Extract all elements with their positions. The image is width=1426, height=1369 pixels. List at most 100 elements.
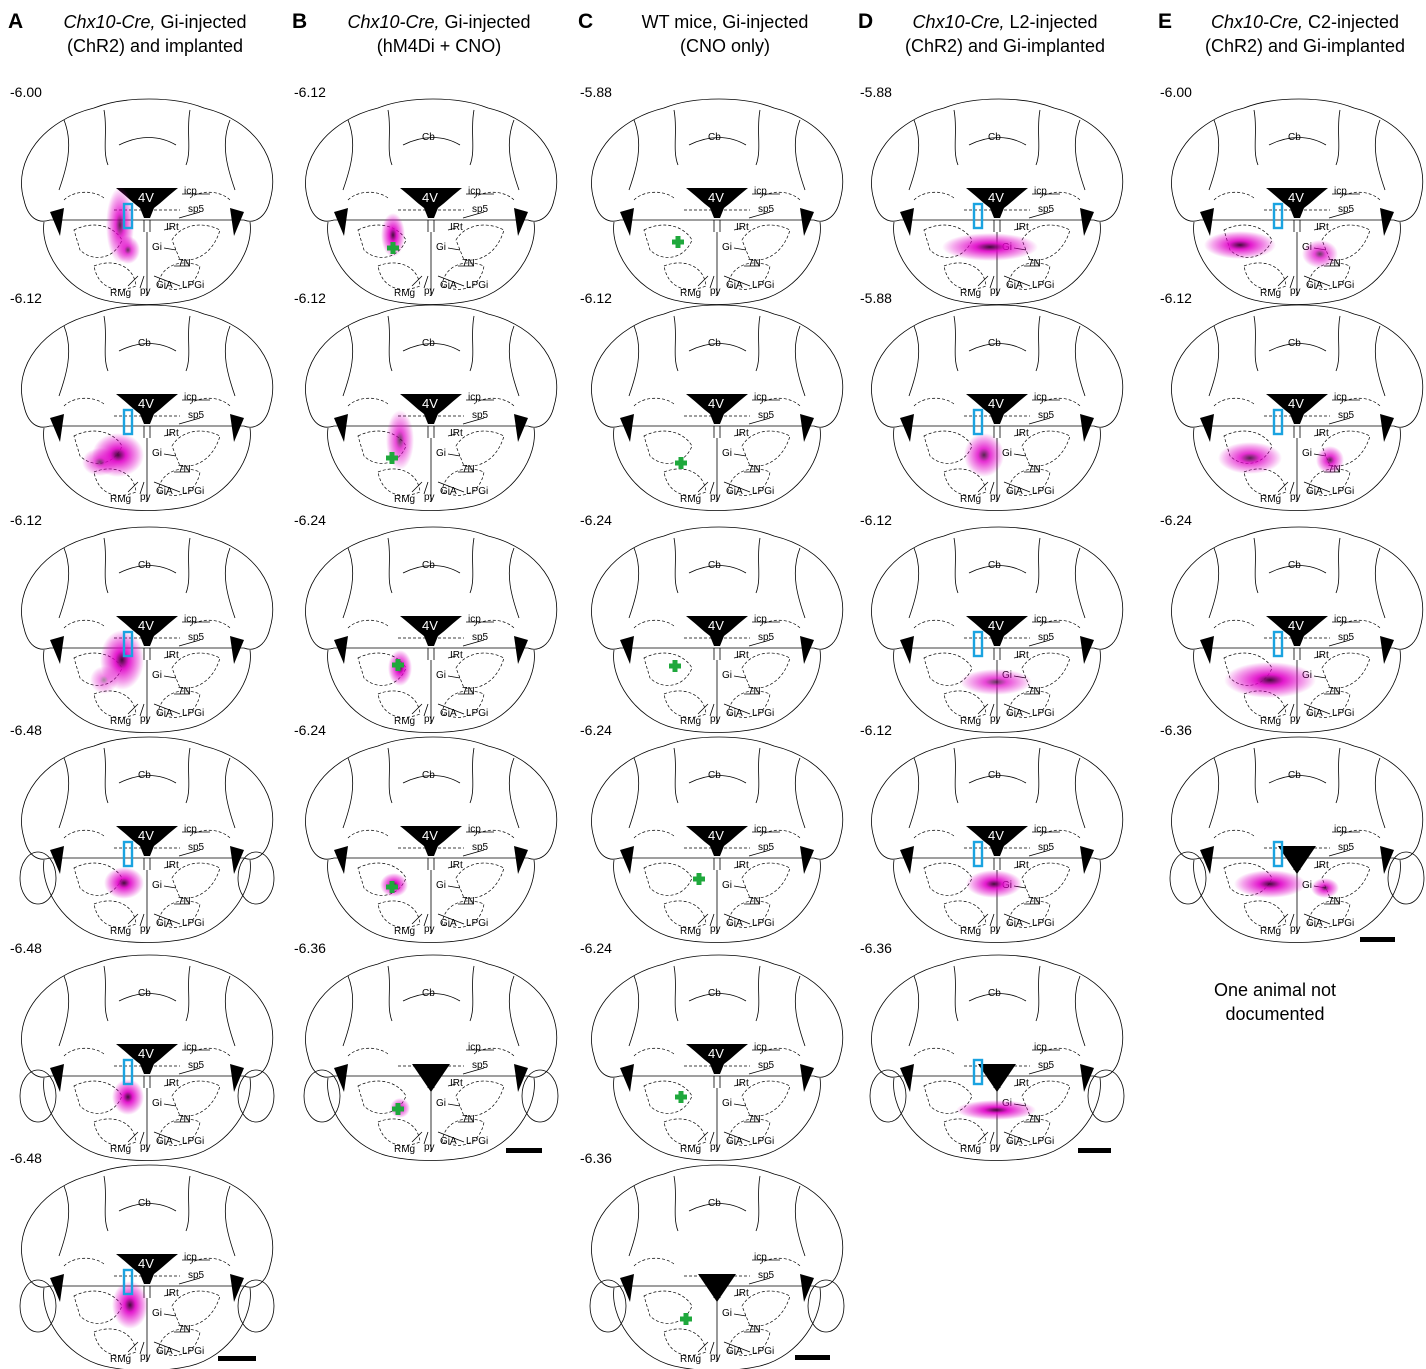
bregma-coordinate: -6.36 — [294, 940, 326, 956]
label-4v: 4V — [138, 828, 154, 843]
scale-bar — [1360, 937, 1395, 942]
bregma-coordinate: -5.88 — [580, 84, 612, 100]
label-7n: 7N — [1328, 258, 1341, 269]
label-icp: icp — [1334, 614, 1347, 625]
label-rmg: RMg — [110, 926, 131, 937]
cerebellum-outline — [871, 526, 1124, 650]
leader-lines — [697, 1049, 780, 1145]
label-py: py — [1290, 492, 1301, 503]
label-gi: Gi — [1302, 448, 1312, 459]
label-lpgi: LPGi — [1032, 280, 1054, 291]
label-icp: icp — [754, 614, 767, 625]
label-cb: Cb — [138, 988, 151, 999]
leader-lines — [697, 399, 780, 495]
panel-letter: B — [292, 10, 308, 33]
cerebellar-folia — [908, 965, 1086, 1047]
virus-expression-area — [960, 669, 1032, 695]
virus-expression-area — [964, 433, 1004, 477]
flocculus-left — [869, 1069, 907, 1123]
cerebellum-outline — [21, 1164, 274, 1288]
label-sp5: sp5 — [188, 842, 205, 853]
label-gia: GiA — [726, 918, 743, 929]
flocculus-left — [589, 1279, 627, 1333]
label-rmg: RMg — [1260, 716, 1281, 727]
dashed-tracts — [913, 1047, 1081, 1067]
label-7n: 7N — [178, 1114, 191, 1125]
label-gia: GiA — [726, 486, 743, 497]
central-canal — [1278, 846, 1316, 874]
label-7n: 7N — [462, 896, 475, 907]
fourth-ventricle — [116, 394, 178, 424]
label-lpgi: LPGi — [182, 918, 204, 929]
label-gi: Gi — [436, 1098, 446, 1109]
label-4v: 4V — [422, 618, 438, 633]
label-icp: icp — [184, 186, 197, 197]
label-7n: 7N — [178, 258, 191, 269]
virus-expression-area — [1224, 662, 1316, 698]
bregma-coordinate: -6.24 — [580, 940, 612, 956]
label-irt: IRt — [166, 860, 179, 871]
injection-site-cross-icon — [693, 873, 705, 885]
lateral-recess-left — [1200, 846, 1214, 874]
label-py: py — [140, 286, 151, 297]
cerebellar-folia — [58, 109, 236, 191]
label-cb: Cb — [422, 132, 435, 143]
lateral-recess-left — [50, 208, 64, 236]
virus-expression-area — [1204, 231, 1276, 259]
brainstem-outline — [43, 649, 251, 733]
label-irt: IRt — [166, 222, 179, 233]
label-irt: IRt — [450, 860, 463, 871]
label-7n: 7N — [748, 1114, 761, 1125]
lateral-recess-right — [800, 208, 814, 236]
label-irt: IRt — [736, 650, 749, 661]
midline — [143, 858, 151, 934]
label-lpgi: LPGi — [1332, 708, 1354, 719]
column-title: WT mice, Gi-injected(CNO only) — [600, 10, 850, 58]
brainstem-outline — [613, 221, 821, 305]
bregma-coordinate: -6.24 — [294, 512, 326, 528]
label-rmg: RMg — [1260, 494, 1281, 505]
cerebellar-folia — [1208, 109, 1386, 191]
lateral-recess-left — [620, 208, 634, 236]
label-irt: IRt — [736, 860, 749, 871]
label-cb: Cb — [138, 1198, 151, 1209]
leader-lines — [697, 1259, 780, 1355]
label-gia: GiA — [726, 708, 743, 719]
bregma-coordinate: -6.12 — [860, 722, 892, 738]
label-7n: 7N — [178, 464, 191, 475]
label-py: py — [710, 1352, 721, 1363]
leader-lines — [127, 193, 210, 289]
label-irt: IRt — [450, 650, 463, 661]
label-7n: 7N — [748, 686, 761, 697]
label-cb: Cb — [988, 132, 1001, 143]
label-7n: 7N — [178, 686, 191, 697]
title-line-1: Gi-injected — [439, 12, 531, 32]
label-gia: GiA — [726, 280, 743, 291]
fourth-ventricle — [966, 188, 1028, 218]
label-irt: IRt — [1316, 860, 1329, 871]
injection-site-cross-icon — [680, 1313, 692, 1325]
brainstem-outline — [613, 1077, 821, 1161]
lateral-recess-left — [620, 414, 634, 442]
flocculus-left — [1169, 851, 1207, 905]
label-lpgi: LPGi — [752, 918, 774, 929]
label-gia: GiA — [1306, 708, 1323, 719]
label-4v: 4V — [138, 618, 154, 633]
label-4v: 4V — [138, 1256, 154, 1271]
label-4v: 4V — [1288, 618, 1304, 633]
cerebellum-outline — [305, 526, 558, 650]
fourth-ventricle — [966, 826, 1028, 856]
midline — [713, 1076, 721, 1152]
leader-lines — [127, 1259, 210, 1355]
label-7n: 7N — [1028, 258, 1041, 269]
label-gia: GiA — [156, 918, 173, 929]
scale-bar — [795, 1355, 830, 1360]
label-cb: Cb — [1288, 132, 1301, 143]
